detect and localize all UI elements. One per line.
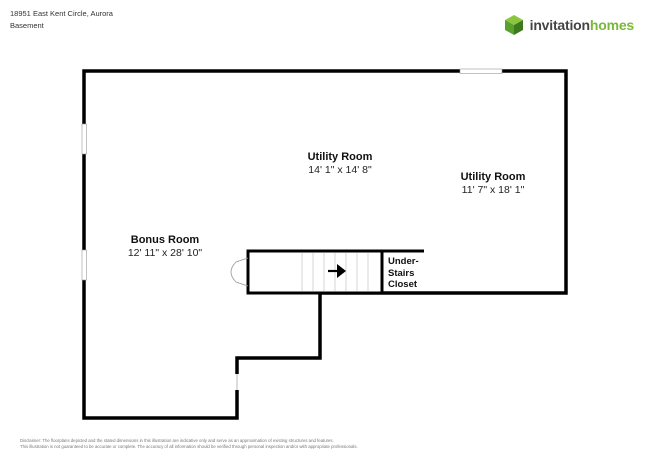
logo-wordmark-part2: homes <box>589 17 634 33</box>
disclaimer-line2: This illustration is not guaranteed to b… <box>20 444 358 449</box>
room-utility-1: Utility Room 14' 1" x 14' 8" <box>290 151 390 176</box>
room-bonus: Bonus Room 12' 11" x 28' 10" <box>110 234 220 259</box>
window-left-lower <box>81 249 87 281</box>
room-under-stairs-closet: Under- Stairs Closet <box>388 256 419 291</box>
door-swing-icon <box>230 257 249 287</box>
window-top <box>459 68 503 74</box>
stair-direction-arrow-icon <box>328 264 346 278</box>
exterior-walls <box>82 69 568 420</box>
disclaimer: Disclaimer: The floorplans depicted and … <box>20 438 358 450</box>
closet-label-line3: Closet <box>388 279 418 290</box>
logo-wordmark-part1: invitation <box>529 17 590 33</box>
room-utility-2: Utility Room 11' 7" x 18' 1" <box>443 171 543 196</box>
room-dimensions: 11' 7" x 18' 1" <box>461 184 525 196</box>
room-name: Utility Room <box>307 151 373 163</box>
window-left-upper <box>81 123 87 155</box>
logo-icon <box>504 15 523 35</box>
property-address: 18951 East Kent Circle, Aurora <box>10 9 113 18</box>
room-dimensions: 12' 11" x 28' 10" <box>127 247 203 259</box>
room-dimensions: 14' 1" x 14' 8" <box>308 164 372 176</box>
stair-treads <box>301 253 369 291</box>
brand-logo: invitationhomes <box>503 14 634 36</box>
floor-level-label: Basement <box>10 21 44 30</box>
room-name: Bonus Room <box>130 234 200 246</box>
room-name: Utility Room <box>460 171 526 183</box>
closet-label-line1: Under- <box>388 256 419 267</box>
closet-label-line2: Stairs <box>388 267 415 279</box>
stairwell-walls <box>246 249 384 295</box>
disclaimer-line1: Disclaimer: The floorplans depicted and … <box>20 438 334 443</box>
logo-wordmark: invitationhomes <box>529 17 635 33</box>
